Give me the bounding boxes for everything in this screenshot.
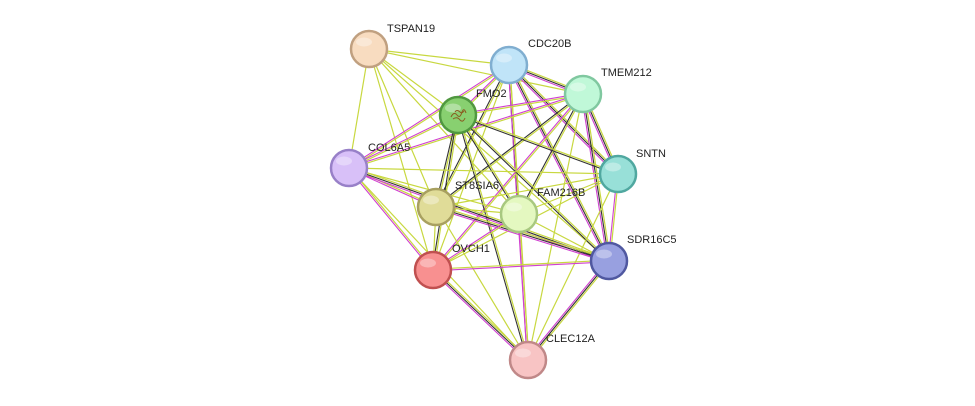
edge-col6a5-sdr16c5-textmining xyxy=(348,165,611,261)
edge-fmo2-col6a5-experiments xyxy=(348,113,459,168)
node-sdr16c5[interactable]: SDR16C5 xyxy=(589,234,677,281)
edge-cdc20b-st8sia6-textmining xyxy=(436,64,511,208)
edge-st8sia6-clec12a-textmining xyxy=(435,206,529,361)
edge-ovch1-sdr16c5-textmining xyxy=(432,259,610,270)
edge-tmem212-fmo2-experiments xyxy=(457,92,584,115)
node-highlight xyxy=(506,202,522,212)
edge-tspan19-st8sia6-textmining xyxy=(368,48,437,208)
node-circle-cdc20b[interactable] xyxy=(489,45,529,85)
edge-ovch1-clec12a-coexpression xyxy=(432,269,529,361)
edge-fmo2-fam216b-coexpression xyxy=(456,114,519,215)
edge-fmo2-col6a5-textmining xyxy=(348,115,459,170)
edge-st8sia6-sdr16c5-experiments xyxy=(434,207,610,264)
node-label-sdr16c5: SDR16C5 xyxy=(627,234,677,246)
node-highlight xyxy=(570,82,586,92)
edge-ovch1-sdr16c5-experiments xyxy=(432,261,610,272)
node-clec12a[interactable]: CLEC12A xyxy=(508,333,596,380)
node-circle-ovch1[interactable] xyxy=(413,250,453,290)
edge-fmo2-fam216b-textmining xyxy=(458,113,521,215)
edges-layer xyxy=(347,48,621,362)
node-tmem212[interactable]: TMEM212 xyxy=(563,67,652,114)
edge-sntn-clec12a-textmining xyxy=(527,173,619,361)
edge-tmem212-clec12a-textmining xyxy=(527,93,584,361)
node-circle-col6a5[interactable] xyxy=(329,148,369,188)
edge-tmem212-st8sia6-coexpression xyxy=(434,92,584,207)
edge-fam216b-clec12a-textmining xyxy=(519,213,530,361)
edge-tspan19-fam216b-textmining xyxy=(368,48,520,215)
node-highlight xyxy=(420,258,436,268)
edge-tspan19-ovch1-textmining xyxy=(368,48,434,271)
protein-structure-icon xyxy=(450,109,467,122)
node-highlight xyxy=(336,156,352,166)
edge-sdr16c5-clec12a-coexpression xyxy=(527,260,610,361)
edge-fmo2-clec12a-textmining xyxy=(458,114,530,361)
edge-tmem212-fam216b-textmining xyxy=(519,93,585,215)
node-highlight xyxy=(596,249,612,259)
node-cdc20b[interactable]: CDC20B xyxy=(489,38,571,85)
node-highlight xyxy=(605,162,621,172)
edge-cdc20b-ovch1-textmining xyxy=(432,64,510,271)
edge-cdc20b-sntn-coexpression xyxy=(508,64,619,175)
node-st8sia6[interactable]: ST8SIA6 xyxy=(416,180,499,227)
edge-tmem212-ovch1-textmining xyxy=(433,93,585,272)
node-label-col6a5: COL6A5 xyxy=(368,142,410,154)
node-circle-fmo2[interactable] xyxy=(438,95,478,135)
node-circle-sntn[interactable] xyxy=(598,154,638,194)
node-fmo2[interactable]: FMO2 xyxy=(438,88,507,135)
edge-cdc20b-col6a5-experiments xyxy=(348,63,510,168)
node-highlight xyxy=(356,37,372,47)
edge-sdr16c5-clec12a-experiments xyxy=(526,259,609,360)
node-label-fam216b: FAM216B xyxy=(537,187,585,199)
node-sntn[interactable]: SNTN xyxy=(598,148,666,194)
edge-cdc20b-sntn-textmining xyxy=(509,63,620,174)
node-label-tmem212: TMEM212 xyxy=(601,67,652,79)
node-circle-clec12a[interactable] xyxy=(508,340,548,380)
edge-tspan19-cdc20b-textmining xyxy=(368,48,510,66)
node-highlight xyxy=(496,53,512,63)
node-highlight xyxy=(515,348,531,358)
edge-tmem212-fmo2-textmining xyxy=(457,94,584,117)
edge-cdc20b-col6a5-textmining xyxy=(348,65,511,170)
node-circle-fam216b[interactable] xyxy=(499,194,539,234)
node-circle-tspan19[interactable] xyxy=(349,29,389,69)
edge-cdc20b-sntn-experiments xyxy=(507,65,618,176)
node-label-ovch1: OVCH1 xyxy=(452,243,490,255)
node-circle-st8sia6[interactable] xyxy=(416,187,456,227)
node-label-tspan19: TSPAN19 xyxy=(387,23,435,35)
edge-fmo2-sdr16c5-coexpression xyxy=(456,115,609,263)
edge-col6a5-sntn-textmining xyxy=(348,167,619,175)
node-label-sntn: SNTN xyxy=(636,148,666,160)
edge-col6a5-ovch1-experiments xyxy=(347,167,433,272)
edge-ovch1-clec12a-experiments xyxy=(431,270,528,362)
edge-tmem212-st8sia6-textmining xyxy=(435,94,585,209)
node-highlight xyxy=(423,195,439,205)
edge-tspan19-tmem212-textmining xyxy=(368,48,584,95)
edge-tspan19-sdr16c5-textmining xyxy=(368,48,610,262)
edge-tmem212-ovch1-experiments xyxy=(431,92,583,271)
node-label-fmo2: FMO2 xyxy=(476,88,507,100)
edge-fmo2-sdr16c5-textmining xyxy=(457,113,611,262)
edge-fmo2-sntn-coexpression xyxy=(457,115,619,176)
edge-cdc20b-sdr16c5-textmining xyxy=(509,63,612,261)
node-label-st8sia6: ST8SIA6 xyxy=(455,180,499,192)
edge-st8sia6-sdr16c5-coexpression xyxy=(435,206,610,262)
node-tspan19[interactable]: TSPAN19 xyxy=(349,23,435,69)
edge-fam216b-clec12a-experiments xyxy=(517,213,528,361)
node-circle-sdr16c5[interactable] xyxy=(589,241,629,281)
edge-tspan19-col6a5-textmining xyxy=(348,48,370,169)
node-col6a5[interactable]: COL6A5 xyxy=(329,142,410,188)
node-fam216b[interactable]: FAM216B xyxy=(499,187,585,234)
node-label-clec12a: CLEC12A xyxy=(546,333,596,345)
edge-tmem212-fam216b-coexpression xyxy=(517,93,583,215)
edge-fmo2-sntn-textmining xyxy=(457,113,619,174)
node-ovch1[interactable]: OVCH1 xyxy=(413,243,490,290)
node-circle-tmem212[interactable] xyxy=(563,74,603,114)
edge-sntn-st8sia6-textmining xyxy=(435,173,619,208)
edge-sdr16c5-clec12a-textmining xyxy=(528,261,611,362)
edge-ovch1-clec12a-textmining xyxy=(433,268,530,360)
node-label-cdc20b: CDC20B xyxy=(528,38,571,50)
edge-fmo2-clec12a-coexpression xyxy=(456,114,528,361)
